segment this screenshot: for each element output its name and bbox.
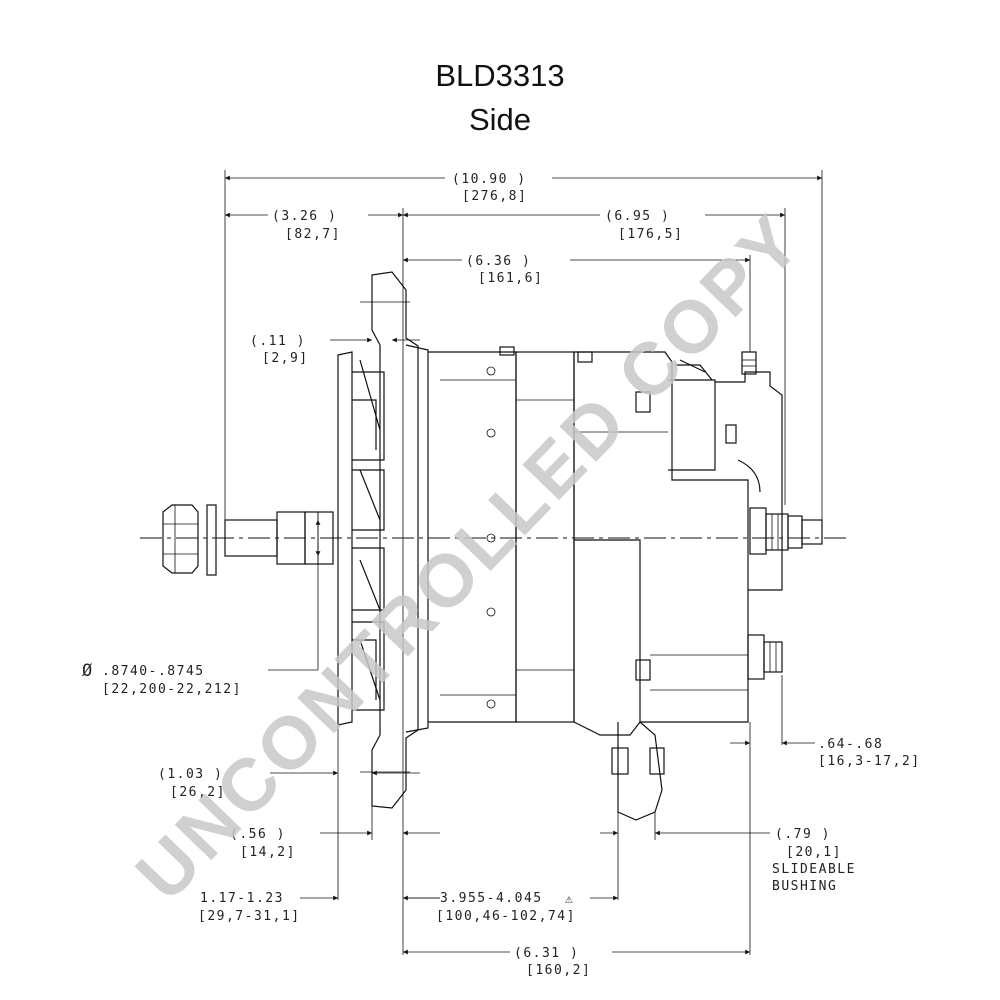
- terminal-stud-in: .64-.68: [818, 737, 883, 752]
- dimension-labels: (10.90 ) [276,8] (3.26 ) [82,7] (6.95 ) …: [82, 172, 921, 978]
- flange-to-rear-in: (6.95 ): [605, 209, 670, 224]
- watermark: UNCONTROLLED COPY: [120, 197, 818, 916]
- shaft-to-flange-mm: [82,7]: [285, 227, 341, 242]
- mount-distance-symbol: ⚠: [565, 892, 574, 907]
- mounting-foot: [611, 721, 665, 821]
- fan-width-in: 1.17-1.23: [200, 891, 284, 906]
- shaft-diameter-in: .8740-.8745: [102, 664, 205, 679]
- alternator-body: [140, 271, 850, 821]
- view-title: Side: [468, 102, 532, 137]
- flange-to-rear-housing-mm: [160,2]: [526, 963, 591, 978]
- bushing-in: (.79 ): [775, 827, 831, 842]
- bushing-note-slideable: SLIDEABLE: [772, 862, 856, 877]
- mount-distance-mm: [100,46-102,74]: [436, 909, 576, 924]
- rear-housing: [573, 351, 749, 736]
- rear-terminal-stud: [749, 507, 823, 555]
- fan-to-flange-in: (1.03 ): [158, 767, 223, 782]
- flange-offset-mm: [2,9]: [262, 351, 309, 366]
- shaft-diameter-symbol: Ø: [82, 661, 94, 681]
- flange-to-terminal-mm: [161,6]: [478, 271, 543, 286]
- flange-to-rear-housing-in: (6.31 ): [514, 946, 579, 961]
- fan-to-flange-mm: [26,2]: [170, 785, 226, 800]
- flange-offset-in: (.11 ): [250, 334, 306, 349]
- flange-thickness-in: (.56 ): [230, 827, 286, 842]
- pulley-nut: [162, 504, 199, 574]
- bushing-note-bushing: BUSHING: [772, 879, 837, 894]
- flange-to-rear-mm: [176,5]: [618, 227, 683, 242]
- overall-length-in: (10.90 ): [452, 172, 527, 187]
- regulator: [668, 359, 783, 591]
- flange-thickness-mm: [14,2]: [240, 845, 296, 860]
- lower-terminal-stud: [747, 634, 783, 680]
- shaft-diameter-mm: [22,200-22,212]: [102, 682, 242, 697]
- bushing-mm: [20,1]: [786, 845, 842, 860]
- part-number-title: BLD3313: [435, 58, 565, 93]
- terminal-stud-mm: [16,3-17,2]: [818, 754, 921, 769]
- mount-distance-in: 3.955-4.045: [440, 891, 543, 906]
- dimension-lines: [224, 170, 823, 955]
- top-terminal-stud: [741, 351, 757, 375]
- fan: [337, 351, 385, 726]
- overall-length-mm: [276,8]: [462, 189, 527, 204]
- washer: [206, 504, 217, 576]
- shaft-to-flange-in: (3.26 ): [272, 209, 337, 224]
- flange-to-terminal-in: (6.36 ): [466, 254, 531, 269]
- fan-width-mm: [29,7-31,1]: [198, 909, 301, 924]
